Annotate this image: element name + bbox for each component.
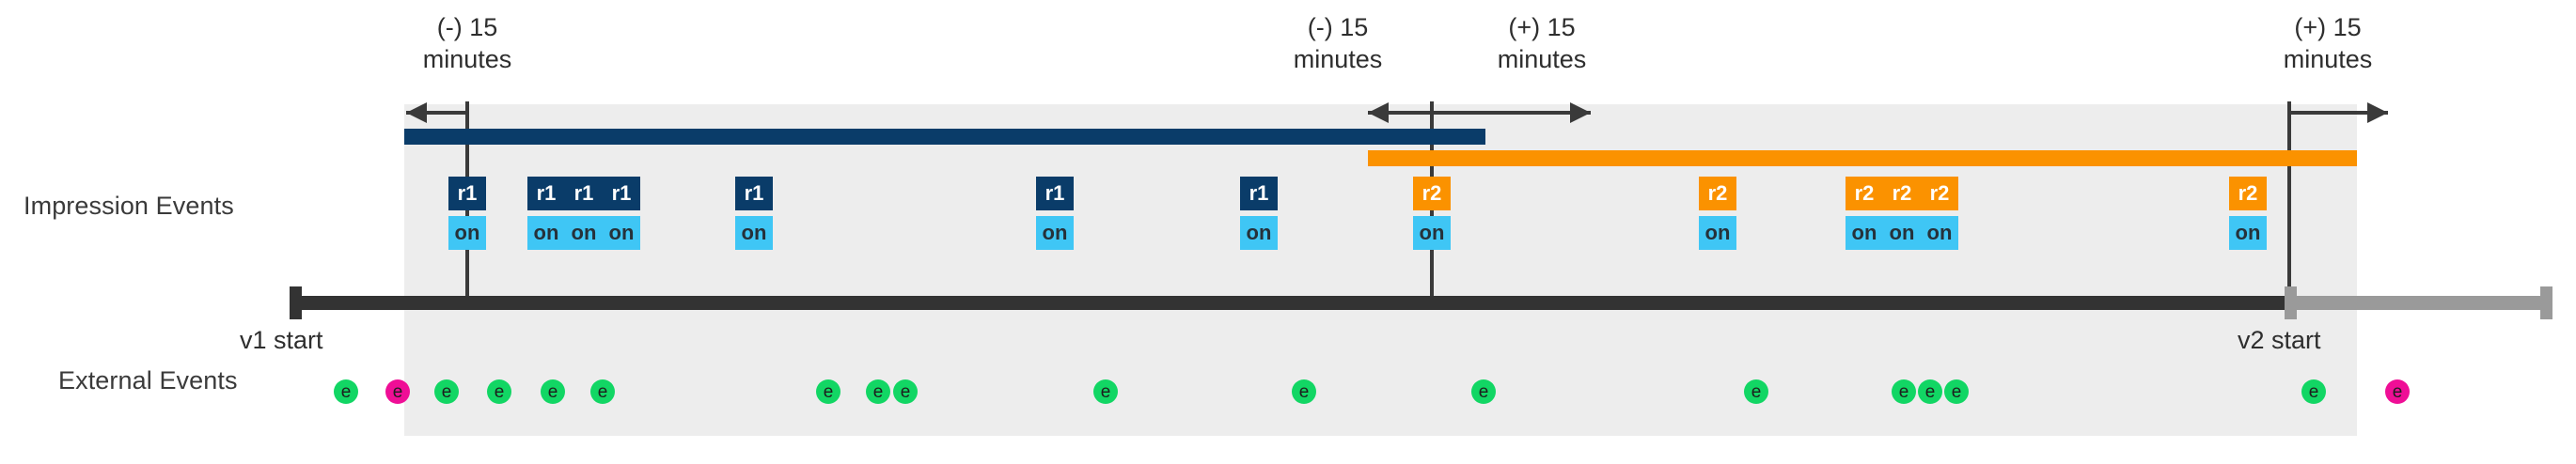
external-event-13: e: [1744, 379, 1768, 404]
v2-start-label: v2 start: [2238, 326, 2321, 354]
v2-start-guide: [2287, 101, 2291, 303]
external-event-7: e: [816, 379, 840, 404]
impression-7-rule-chip: r1: [1240, 177, 1278, 210]
impression-11-rule-chip: r2: [1883, 177, 1921, 210]
impression-12-rule-chip: r2: [1921, 177, 1958, 210]
external-event-16: e: [1944, 379, 1969, 404]
external-event-4: e: [487, 379, 511, 404]
impression-5-state-chip: on: [735, 216, 773, 250]
external-event-11: e: [1292, 379, 1316, 404]
impression-9-rule-chip: r2: [1699, 177, 1736, 210]
impression-1-state-chip: on: [448, 216, 486, 250]
impression-10-rule-chip: r2: [1846, 177, 1883, 210]
callout-line1: (+) 15: [1508, 13, 1576, 41]
external-event-18: e: [2385, 379, 2410, 404]
arrow-head-right-icon: [1570, 102, 1591, 123]
callout-line1: (+) 15: [2294, 13, 2362, 41]
external-event-2: e: [385, 379, 410, 404]
arrow-head-left-icon: [406, 102, 427, 123]
v2-start-cap: [2285, 286, 2297, 319]
external-event-12: e: [1471, 379, 1496, 404]
v2-lookback-arrow: [1368, 102, 1432, 123]
impression-1-rule-chip: r1: [448, 177, 486, 210]
v2start-lookahead-arrow: [2289, 102, 2388, 123]
arrow-head-right-icon: [2367, 102, 2388, 123]
impression-13-state-chip: on: [2229, 216, 2267, 250]
external-event-9: e: [893, 379, 918, 404]
timeline-v2-segment: [2291, 296, 2552, 310]
external-event-3: e: [434, 379, 459, 404]
impression-12-state-chip: on: [1921, 216, 1958, 250]
impression-events-row-label: Impression Events: [24, 192, 234, 220]
timeline-start-cap: [290, 286, 302, 319]
external-event-8: e: [866, 379, 890, 404]
callout-v2-plus-15: (+) 15 minutes: [1438, 11, 1645, 75]
external-event-14: e: [1892, 379, 1916, 404]
external-events-row-label: External Events: [58, 366, 238, 394]
callout-line1: (-) 15: [1307, 13, 1369, 41]
arrow-shaft: [2289, 111, 2388, 115]
arrow-head-left-icon: [1368, 102, 1389, 123]
impression-11-state-chip: on: [1883, 216, 1921, 250]
callout-line1: (-) 15: [436, 13, 498, 41]
impression-6-state-chip: on: [1036, 216, 1074, 250]
external-event-17: e: [2301, 379, 2326, 404]
external-event-15: e: [1918, 379, 1942, 404]
impression-13-rule-chip: r2: [2229, 177, 2267, 210]
impression-4-rule-chip: r1: [603, 177, 640, 210]
impression-8-state-chip: on: [1413, 216, 1451, 250]
r2-attribution-span: [1368, 150, 2357, 166]
impression-4-state-chip: on: [603, 216, 640, 250]
impression-2-rule-chip: r1: [527, 177, 565, 210]
impression-5-rule-chip: r1: [735, 177, 773, 210]
callout-line2: minutes: [2283, 45, 2373, 73]
v1-lookback-arrow: [406, 102, 467, 123]
arrow-shaft: [406, 111, 467, 115]
callout-v2start-plus-15: (+) 15 minutes: [2224, 11, 2431, 75]
external-event-5: e: [541, 379, 565, 404]
callout-v1-minus-15: (-) 15 minutes: [364, 11, 571, 75]
impression-3-state-chip: on: [565, 216, 603, 250]
impression-6-rule-chip: r1: [1036, 177, 1074, 210]
impression-3-rule-chip: r1: [565, 177, 603, 210]
r1-attribution-span: [404, 129, 1485, 145]
impression-10-state-chip: on: [1846, 216, 1883, 250]
external-event-1: e: [334, 379, 358, 404]
callout-line2: minutes: [422, 45, 512, 73]
external-event-6: e: [590, 379, 615, 404]
v2-lookahead-arrow: [1432, 102, 1591, 123]
timeline-end-cap: [2540, 286, 2552, 319]
impression-7-state-chip: on: [1240, 216, 1278, 250]
impression-8-rule-chip: r2: [1413, 177, 1451, 210]
impression-9-state-chip: on: [1699, 216, 1736, 250]
arrow-shaft: [1432, 111, 1591, 115]
v1-start-label: v1 start: [240, 326, 323, 354]
callout-line2: minutes: [1293, 45, 1383, 73]
callout-line2: minutes: [1497, 45, 1587, 73]
impression-2-state-chip: on: [527, 216, 565, 250]
callout-v2-minus-15: (-) 15 minutes: [1234, 11, 1441, 75]
arrow-shaft: [1368, 111, 1432, 115]
external-event-10: e: [1093, 379, 1118, 404]
timeline-v1-segment: [290, 296, 2291, 310]
